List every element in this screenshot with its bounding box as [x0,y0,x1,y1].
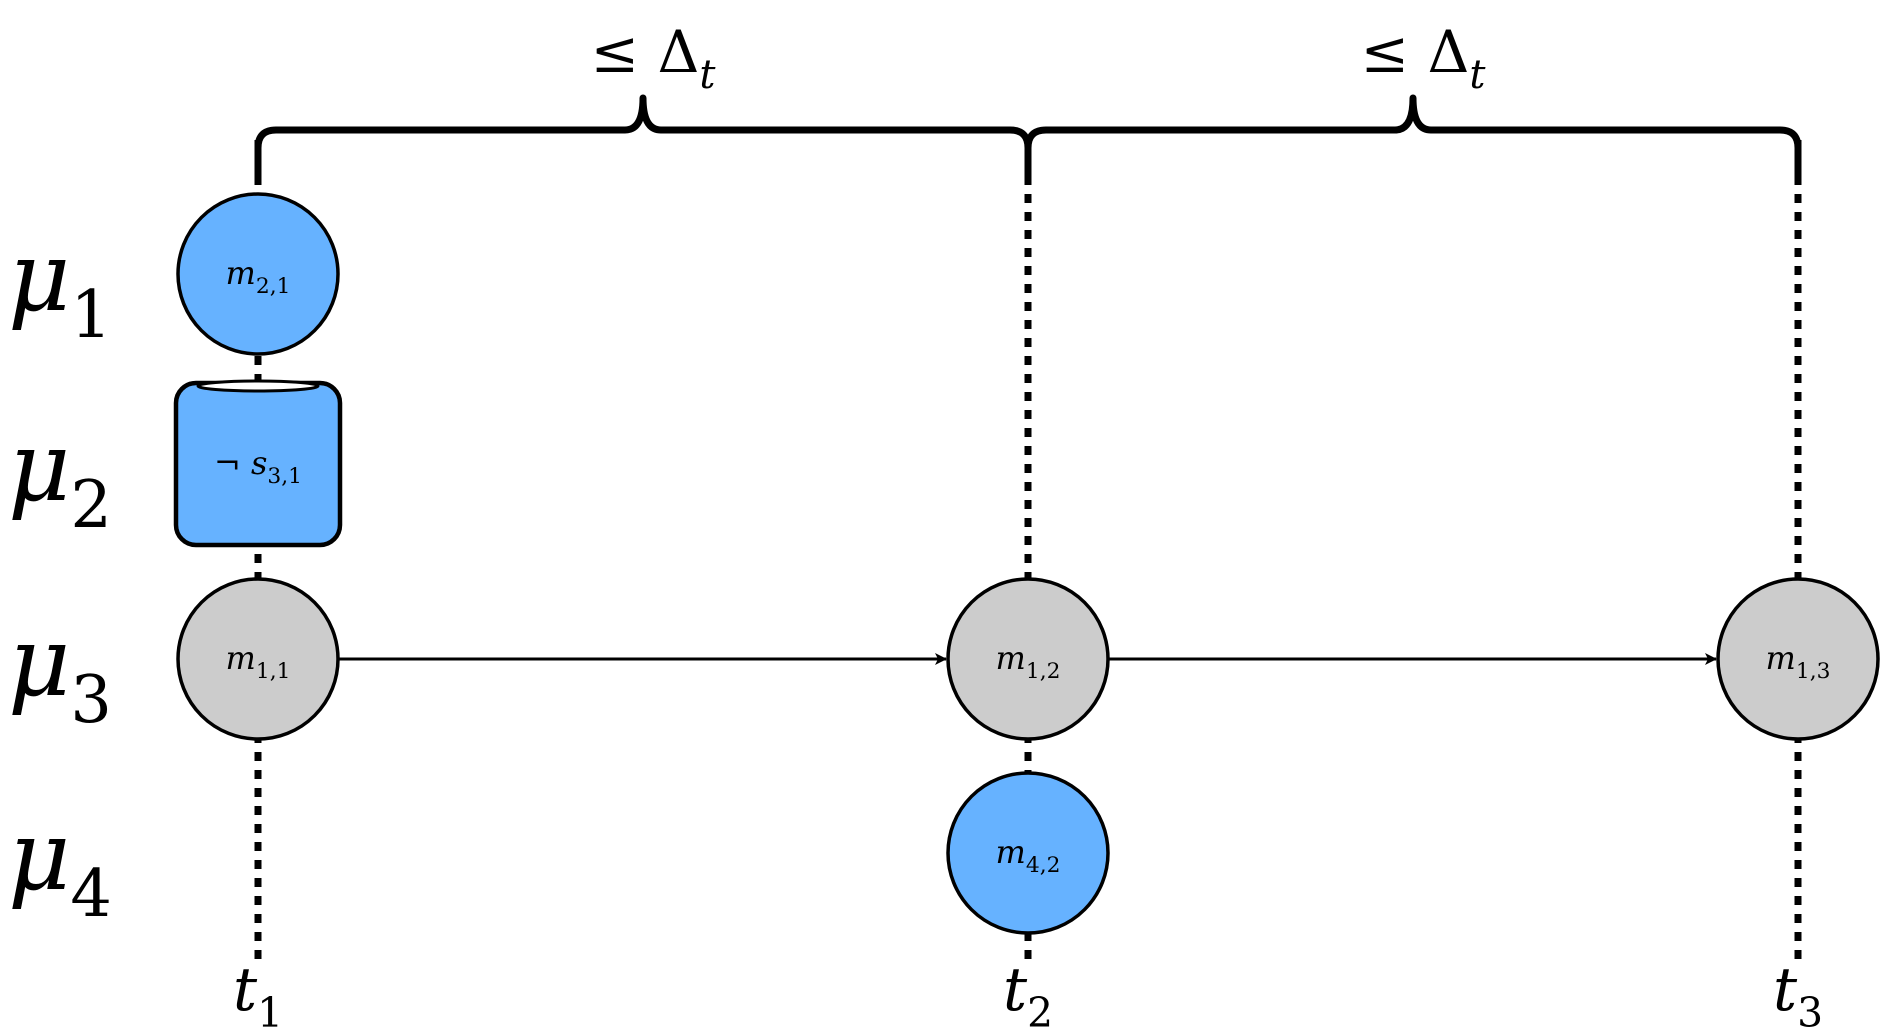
col-label-bg [1770,968,1826,1030]
col-label-bg [230,968,286,1030]
node-m11: m1,1 [176,577,340,741]
box-top-rim [196,379,320,393]
node-label: ¬ s3,1 [214,444,302,489]
col-label-1: t1 [233,955,283,1033]
interval-brace-1 [254,94,1032,184]
col-label-3: t3 [1773,955,1823,1033]
node-circle [176,192,340,356]
node-label: m1,1 [226,639,291,684]
row-label-2: μ2 [8,411,112,543]
node-label: m4,2 [996,833,1061,878]
col-label-2: t2 [1003,955,1053,1033]
node-s31: ¬ s3,1 [173,379,343,548]
node-circle [946,771,1110,935]
node-m42: m4,2 [946,771,1110,935]
node-circle [1716,577,1880,741]
col-label-bg [1000,968,1056,1030]
node-m13: m1,3 [1716,577,1880,741]
node-m12: m1,2 [946,577,1110,741]
node-label: m1,2 [996,639,1061,684]
node-circle [176,577,340,741]
row-label-3: μ3 [8,606,112,738]
row-label-4: μ4 [8,800,112,932]
node-label: m1,3 [1766,639,1831,684]
node-m21: m2,1 [176,192,340,356]
interval-label-2: ≤ Δt [1360,18,1486,98]
row-label-1: μ1 [8,221,112,353]
interval-label-1: ≤ Δt [590,18,716,98]
interval-brace-2 [1024,94,1802,184]
node-label: m2,1 [226,254,291,299]
node-circle [946,577,1110,741]
